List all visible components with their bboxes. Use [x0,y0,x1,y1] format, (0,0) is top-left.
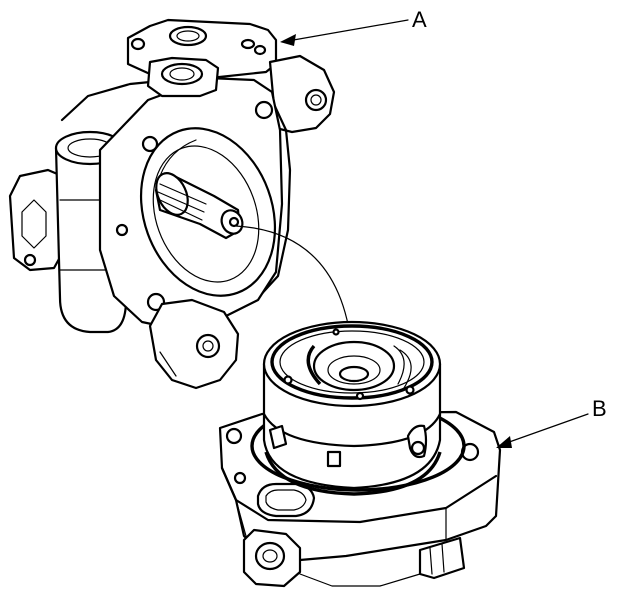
pump-cover-part-b [218,320,502,588]
callout-a-leader-line [281,19,409,43]
callout-b-arrowhead [496,436,512,448]
callout-b-label: B [592,396,607,421]
callout-b-leader-line [497,413,589,447]
callout-b: B [496,396,607,448]
pump-housing-part-a [8,18,336,390]
callout-a-arrowhead [280,34,296,46]
callout-a-label: A [412,7,427,32]
callout-a: A [280,7,427,46]
